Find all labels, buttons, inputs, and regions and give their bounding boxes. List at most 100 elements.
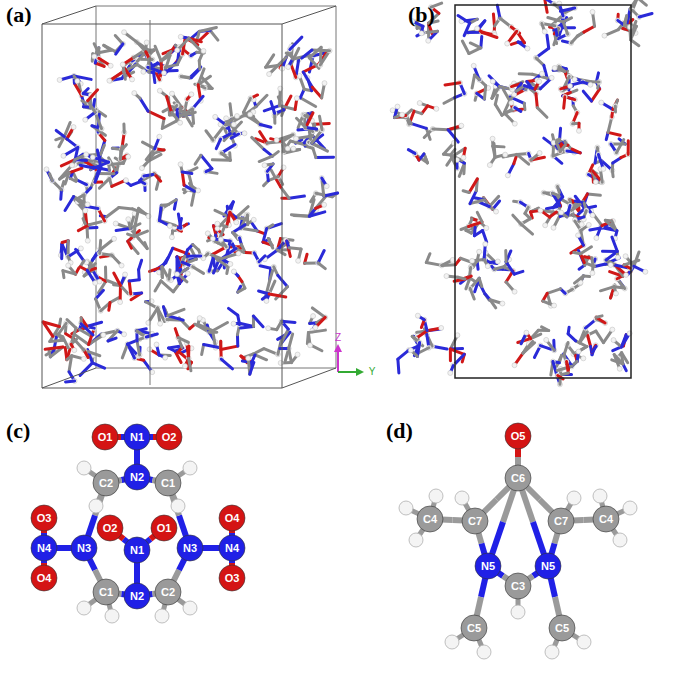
hydrogen-atom [579,222,584,227]
bond-stick [312,49,330,53]
bond-stick [178,109,193,118]
cell-edge [42,24,282,25]
bond-stick [584,26,595,32]
bond-stick [161,203,168,207]
bond-stick [123,66,125,79]
hydrogen-atom [234,220,239,225]
hydrogen-atom [161,70,166,75]
bond-stick [291,64,296,77]
bond-stick [277,250,285,255]
cell-edge [96,368,336,369]
bond-stick [460,258,475,263]
hydrogen-atom [231,321,236,326]
hydrogen-atom [512,363,517,368]
bond-stick [547,289,560,294]
hydrogen-atom [101,332,106,337]
bond-stick [92,126,105,136]
bond-stick [564,342,568,355]
hydrogen-atom [170,91,175,96]
bond-stick [306,128,317,130]
hydrogen-atom [471,63,476,68]
cell-edge [282,368,336,388]
bond-stick [592,346,596,352]
bond-stick [50,174,53,181]
bond-stick [88,101,96,113]
hydrogen-atom [572,77,577,82]
bond-stick [558,186,563,196]
bond-stick [184,185,194,191]
hydrogen-atom [72,348,77,353]
hydrogen-atom [231,269,236,274]
cell-edge [282,24,283,388]
bond-stick [521,224,533,234]
cell-edge [42,6,96,24]
hydrogen-atom [581,356,586,361]
bond-stick [600,287,614,291]
bond-stick [291,215,309,217]
hydrogen-atom [537,79,542,84]
bond-stick [547,35,549,48]
bond-stick [139,239,147,249]
bond-stick [266,55,274,67]
bond-stick [64,122,70,136]
bond-stick [567,327,571,334]
bond-stick [191,69,199,78]
hydrogen-atom [494,209,499,214]
hydrogen-atom [113,221,118,226]
bond-stick [221,346,238,349]
bond-stick [210,30,218,40]
bond-stick [464,23,470,36]
hydrogen-atom [487,163,492,168]
bond-stick [556,142,560,151]
hydrogen-atom [400,112,405,117]
bond-stick [187,346,190,358]
bond-stick [189,38,200,50]
hydrogen-atom [175,48,180,53]
bond-stick [177,257,180,266]
hydrogen-atom [262,163,267,168]
bond-stick [303,72,312,87]
hydrogen-atom [594,236,599,241]
bond-stick [469,179,477,193]
bond-stick [396,359,400,373]
bond-stick [128,241,132,248]
hydrogen-atom [78,246,83,251]
cell-edge [150,20,151,385]
bond-stick [96,290,104,299]
bond-stick [580,247,591,254]
hydrogen-atom [120,62,125,67]
bond-stick [169,270,170,279]
hydrogen-atom [624,272,629,277]
bond-stick [192,191,195,205]
bond-stick [88,90,98,101]
bond-stick [268,238,272,248]
cell-edge [336,6,337,368]
hydrogen-atom [500,301,505,306]
bond-stick [77,180,87,185]
bond-stick [639,14,652,17]
bond-stick [483,231,487,243]
bond-stick [178,338,188,343]
hydrogen-atom [576,128,581,133]
hydrogen-atom [66,263,71,268]
hydrogen-atom [57,77,62,82]
hydrogen-atom [122,332,127,337]
bond-stick [470,288,474,299]
bond-stick [503,90,509,101]
hydrogen-atom [408,348,413,353]
hydrogen-atom [512,289,517,294]
bond-stick [228,153,232,160]
bond-stick [554,35,557,45]
bond-stick [188,168,197,172]
bond-stick [108,338,116,341]
bond-stick [269,294,286,297]
bond-stick [574,276,583,283]
bond-stick [302,50,312,58]
bond-stick [596,331,604,342]
hydrogen-atom [291,146,296,151]
bond-stick [558,186,560,192]
bond-stick [506,262,514,274]
bond-stick [519,72,532,75]
bond-stick [497,5,500,18]
